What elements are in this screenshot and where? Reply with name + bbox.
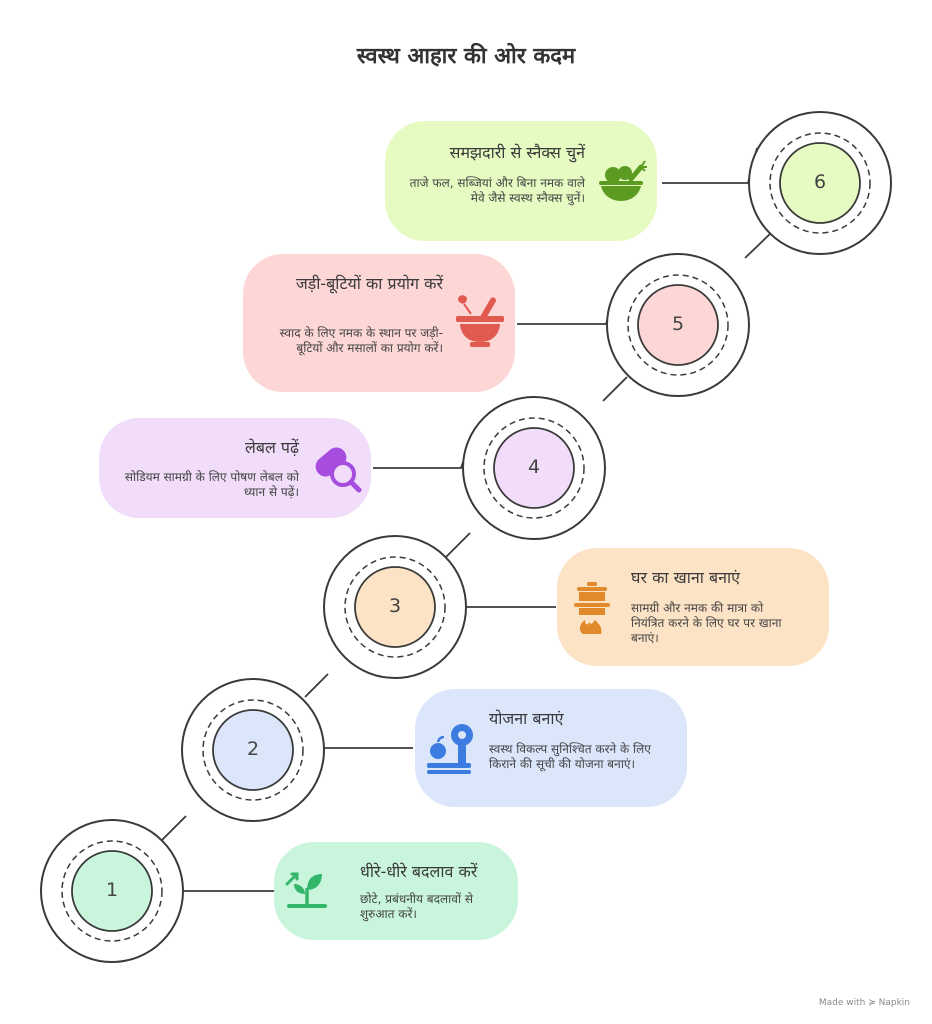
step-circle-3 xyxy=(323,535,467,679)
step-title-6: समझदारी से स्नैक्स चुनें xyxy=(449,143,585,162)
salad-bowl-icon xyxy=(599,160,647,201)
step-card-5: जड़ी-बूटियों का प्रयोग करें स्वाद के लिए… xyxy=(243,254,515,392)
step-description-1: छोटे, प्रबंधनीय बदलावों से शुरुआत करें। xyxy=(360,892,473,921)
step-circle-1 xyxy=(40,819,184,963)
step-number-3: 3 xyxy=(388,595,402,617)
footer-credit: Made with ≽ Napkin xyxy=(818,998,910,1008)
card-link-5 xyxy=(517,291,617,325)
step-number-2: 2 xyxy=(246,738,260,760)
card-link-4 xyxy=(373,429,475,469)
step-description-2: स्वस्थ विकल्प सुनिश्चित करने के लिए किरा… xyxy=(489,742,651,771)
step-number-1: 1 xyxy=(105,879,119,901)
step-number-5: 5 xyxy=(671,313,685,335)
step-description-3: सामग्री और नमक की मात्रा को नियंत्रित कर… xyxy=(631,601,782,645)
step-number-4: 4 xyxy=(527,456,541,478)
step-title-1: धीरे-धीरे बदलाव करें xyxy=(360,862,478,881)
step-circle-5 xyxy=(606,253,750,397)
mortar-pestle-icon xyxy=(456,295,504,347)
cooking-pot-icon xyxy=(574,582,610,634)
step-number-6: 6 xyxy=(813,171,827,193)
connector-4-5 xyxy=(602,376,628,402)
step-card-1: धीरे-धीरे बदलाव करें छोटे, प्रबंधनीय बदल… xyxy=(274,842,518,940)
step-description-6: ताजे फल, सब्जियां और बिना नमक वाले मेवे … xyxy=(409,176,585,205)
pill-search-icon xyxy=(315,447,362,493)
step-title-5: जड़ी-बूटियों का प्रयोग करें xyxy=(295,274,443,293)
connector-3-4 xyxy=(445,532,471,558)
diagram-title: स्वस्थ आहार की ओर कदम xyxy=(356,44,576,69)
step-card-2: योजना बनाएं स्वस्थ विकल्प सुनिश्चित करने… xyxy=(415,689,687,807)
step-description-4: सोडियम सामग्री के लिए पोषण लेबल को ध्यान… xyxy=(124,470,299,499)
step-circle-4 xyxy=(462,396,606,540)
step-title-3: घर का खाना बनाएं xyxy=(631,568,740,587)
scale-icon xyxy=(427,724,473,774)
connector-2-3 xyxy=(304,673,329,698)
connector-1-2 xyxy=(161,815,187,841)
step-title-2: योजना बनाएं xyxy=(489,709,564,728)
card-link-6 xyxy=(662,147,758,184)
sprout-icon xyxy=(285,872,327,908)
step-description-5: स्वाद के लिए नमक के स्थान पर जड़ी-बूटियो… xyxy=(279,326,443,355)
step-title-4: लेबल पढ़ें xyxy=(244,438,299,457)
step-circle-2 xyxy=(181,678,325,822)
connector-5-6 xyxy=(744,232,772,259)
step-card-3: घर का खाना बनाएं सामग्री और नमक की मात्र… xyxy=(557,548,829,666)
step-circle-6 xyxy=(748,111,892,255)
diagonal-connectors xyxy=(161,232,772,841)
step-card-4: लेबल पढ़ें सोडियम सामग्री के लिए पोषण ले… xyxy=(99,418,371,518)
step-card-6: समझदारी से स्नैक्स चुनें ताजे फल, सब्जिय… xyxy=(385,121,657,241)
